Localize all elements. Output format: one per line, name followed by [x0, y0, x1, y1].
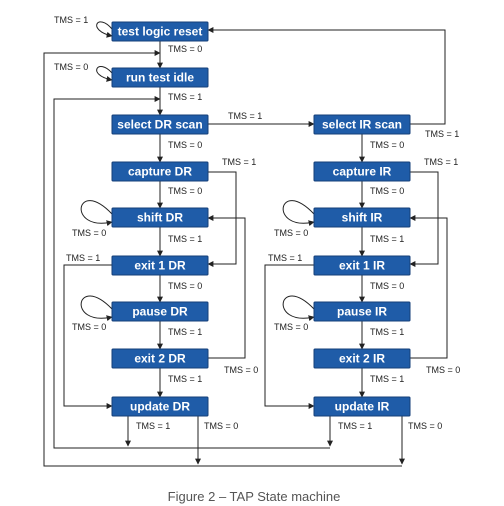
state-shift-dr: shift DR	[111, 207, 209, 228]
label-pauseir-loop: TMS = 0	[274, 322, 308, 332]
loop-shift-dr	[80, 200, 113, 227]
label-exit1dr-down: TMS = 0	[168, 281, 202, 291]
state-exit1-dr: exit 1 DR	[111, 255, 209, 276]
label-exit1dr-left: TMS = 1	[66, 253, 100, 263]
state-label: run test idle	[126, 71, 194, 85]
label-shiftdr-down: TMS = 1	[168, 234, 202, 244]
state-label: capture DR	[128, 165, 192, 179]
label-exit2ir-right: TMS = 0	[426, 365, 460, 375]
loop-test-logic-reset	[96, 21, 113, 38]
label-selir-down: TMS = 0	[370, 140, 404, 150]
label-exit1ir-left: TMS = 1	[268, 253, 302, 263]
label-exit2ir-down: TMS = 1	[370, 374, 404, 384]
label-pausedr-down: TMS = 1	[168, 327, 202, 337]
state-label: select IR scan	[322, 118, 402, 132]
state-label: pause IR	[337, 305, 387, 319]
state-update-dr: update DR	[111, 396, 209, 417]
loop-shift-ir	[282, 200, 315, 227]
label-selir-up: TMS = 1	[425, 129, 459, 139]
state-exit1-ir: exit 1 IR	[313, 255, 411, 276]
transitions	[43, 21, 448, 467]
loop-pause-dr	[80, 295, 113, 322]
label-seldr-down: TMS = 0	[168, 140, 202, 150]
state-label: select DR scan	[117, 118, 202, 132]
label-updatedr-tms0: TMS = 0	[204, 421, 238, 431]
label-tlr-loop: TMS = 1	[54, 15, 88, 25]
label-updateir-tms0: TMS = 0	[408, 421, 442, 431]
exit2ir-to-shiftir	[409, 215, 448, 359]
state-label: test logic reset	[118, 25, 203, 39]
selir-to-tlr	[207, 27, 446, 125]
label-capdr-down: TMS = 0	[168, 186, 202, 196]
label-exit2dr-down: TMS = 1	[168, 374, 202, 384]
loop-pause-ir	[282, 295, 315, 322]
state-label: exit 2 DR	[134, 352, 186, 366]
update-to-rti-bus	[43, 50, 402, 467]
update-to-seldr-bus	[53, 96, 330, 449]
state-capture-dr: capture DR	[111, 161, 209, 182]
state-label: capture IR	[333, 165, 392, 179]
label-tlr-down: TMS = 0	[168, 44, 202, 54]
exit2dr-to-shiftdr	[207, 215, 246, 359]
state-select-ir-scan: select IR scan	[313, 114, 411, 135]
label-shiftir-down: TMS = 1	[370, 234, 404, 244]
label-pauseir-down: TMS = 1	[370, 327, 404, 337]
state-run-test-idle: run test idle	[111, 67, 209, 88]
states: test logic reset run test idle select DR…	[111, 21, 411, 417]
label-seldr-right: TMS = 1	[228, 111, 262, 121]
label-shiftdr-loop: TMS = 0	[72, 228, 106, 238]
label-capir-down: TMS = 0	[370, 186, 404, 196]
state-label: shift IR	[342, 211, 383, 225]
exit1dr-to-updatedr	[63, 264, 113, 409]
state-label: update IR	[335, 400, 390, 414]
state-label: exit 1 IR	[339, 259, 385, 273]
label-exit1ir-down: TMS = 0	[370, 281, 404, 291]
state-pause-dr: pause DR	[111, 301, 209, 322]
figure-caption: Figure 2 – TAP State machine	[168, 489, 341, 504]
state-label: pause DR	[132, 305, 188, 319]
label-rti-loop: TMS = 0	[54, 62, 88, 72]
state-test-logic-reset: test logic reset	[111, 21, 209, 42]
label-rti-down: TMS = 1	[168, 92, 202, 102]
state-capture-ir: capture IR	[313, 161, 411, 182]
label-updateir-tms1: TMS = 1	[338, 421, 372, 431]
tms-labels: TMS = 1 TMS = 0 TMS = 0 TMS = 1 TMS = 1 …	[54, 15, 460, 431]
loop-run-test-idle	[96, 66, 113, 82]
label-capir-right: TMS = 1	[424, 157, 458, 167]
label-shiftir-loop: TMS = 0	[274, 228, 308, 238]
label-exit2dr-right: TMS = 0	[224, 365, 258, 375]
exit1ir-to-updateir	[264, 264, 315, 409]
state-update-ir: update IR	[313, 396, 411, 417]
label-pausedr-loop: TMS = 0	[72, 322, 106, 332]
label-capdr-right: TMS = 1	[222, 157, 256, 167]
state-select-dr-scan: select DR scan	[111, 114, 209, 135]
state-label: shift DR	[137, 211, 183, 225]
state-label: update DR	[130, 400, 190, 414]
state-label: exit 1 DR	[134, 259, 186, 273]
state-pause-ir: pause IR	[313, 301, 411, 322]
label-updatedr-tms1: TMS = 1	[136, 421, 170, 431]
state-label: exit 2 IR	[339, 352, 385, 366]
state-shift-ir: shift IR	[313, 207, 411, 228]
state-exit2-ir: exit 2 IR	[313, 348, 411, 369]
state-exit2-dr: exit 2 DR	[111, 348, 209, 369]
